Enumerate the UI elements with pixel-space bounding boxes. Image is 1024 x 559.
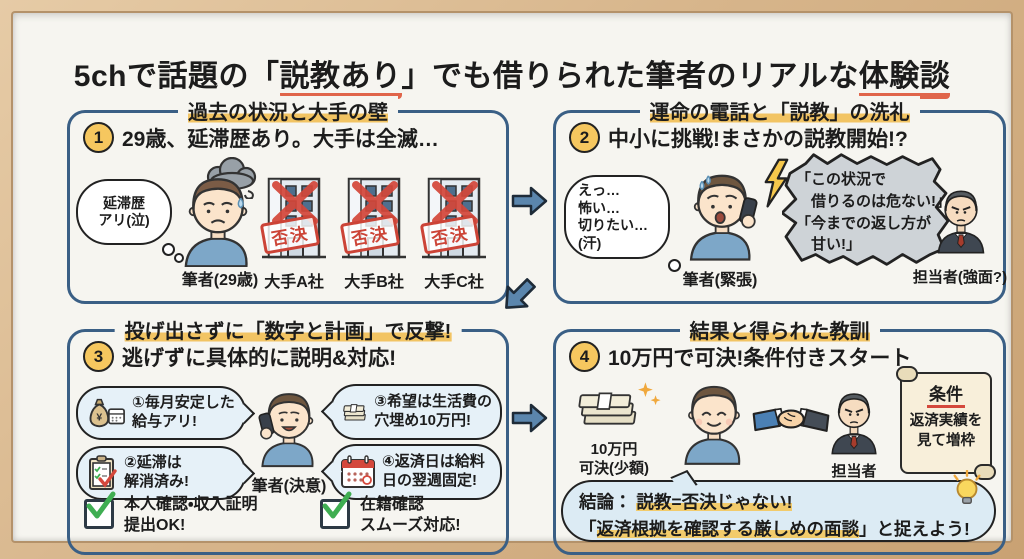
conclusion-line1: 結論： 説教=否決じゃない! <box>579 492 793 512</box>
thought-puff <box>668 259 681 272</box>
thought-bubble: えっ… 怖い… 切りたい…(汗) <box>564 175 670 259</box>
panel-phone-lecture: 運命の電話と「説教」の洗礼 2 中小に挑戦!まさかの説教開始!? えっ… 怖い…… <box>553 96 1008 304</box>
author-caption: 筆者(決意) <box>251 478 327 495</box>
panel1-headline: 1 29歳、延滞歴あり。大手は全滅… <box>83 122 439 153</box>
arrow-right-step3-to-4 <box>511 403 548 433</box>
author-nervous-illustration <box>689 174 758 261</box>
agent-stern-illustration <box>937 190 985 254</box>
company-a-building: 否決 <box>256 175 332 265</box>
company-b-label: 大手B社 <box>344 274 404 291</box>
loan-amount-caption: 10万円 <box>590 441 638 458</box>
author-happy-illustration <box>684 385 741 465</box>
panel4-headline: 4 10万円で可決!条件付きスタート <box>569 341 911 372</box>
conclusion-banner: 結論： 説教=否決じゃない! 「返済根拠を確認する厳しめの面談」と捉えよう! <box>561 470 996 542</box>
thought-bubble: 延滞歴 アリ(泣) <box>76 179 172 245</box>
loan-amount-caption2: 可決(少額) <box>579 460 649 477</box>
company-c-building: 否決 <box>416 175 492 265</box>
page-title: 5chで話題の「説教あり」でも借りられた筆者のリアルな体験談 <box>13 51 1011 100</box>
payday-calendar-icon <box>341 455 375 488</box>
panel3-header: 投げ出さずに「数字と計画」で反撃! <box>114 315 462 344</box>
title-part1: 5chで話題の「 <box>73 60 280 94</box>
company-c-label: 大手C社 <box>424 274 484 291</box>
svg-text:¥: ¥ <box>96 413 102 424</box>
checklist-text: 本人確認・収入証明提出OK! <box>124 496 258 534</box>
conclusion-line2: 「返済根拠を確認する厳しめの面談」と捉えよう! <box>579 519 970 540</box>
banknotes-icon <box>343 404 366 421</box>
arrow-down-left-step2-to-3 <box>505 278 536 309</box>
title-highlight-taikendan: 体験談 <box>858 60 951 100</box>
panel3-headline: 3 逃げずに具体的に説明&対応! <box>83 341 396 372</box>
agent-caption: 担当者 <box>831 463 877 480</box>
money-bag-calendar-icon: ¥ <box>89 398 125 428</box>
clipboard-check-icon <box>89 455 117 490</box>
panel1-header: 過去の状況と大手の壁 <box>178 96 398 125</box>
checklist-text: 在籍確認スムーズ対応! <box>360 496 461 534</box>
argument-text: ①毎月安定した給与アリ! <box>132 394 235 430</box>
checklist-item-documents: 本人確認・収入証明提出OK! <box>84 491 258 537</box>
panel-result-lesson: 結果と得られた教訓 4 10万円で可決!条件付きスタート 10万円 可決(少額) <box>553 315 1006 555</box>
check-icon <box>322 491 352 519</box>
panel2-headline: 2 中小に挑戦!まさかの説教開始!? <box>569 122 908 153</box>
company-a-label: 大手A社 <box>264 274 324 291</box>
title-part2: 」でも借りられた筆者のリアルな <box>401 60 859 94</box>
agent-illustration <box>831 393 877 455</box>
thought-puff <box>174 253 184 263</box>
argument-text: ③希望は生活費の穴埋め10万円! <box>374 393 492 429</box>
step-3-badge: 3 <box>83 341 114 372</box>
panel4-header: 結果と得られた教訓 <box>679 315 880 344</box>
handshake-icon <box>752 407 830 432</box>
checkbox <box>84 491 116 529</box>
checkbox <box>320 491 352 529</box>
author-caption: 筆者(29歳) <box>181 272 259 289</box>
argument-bubble-payday: ④返済日は給料日の翌週固定! <box>320 444 502 500</box>
cash-stack-icon <box>578 382 661 425</box>
arrow-right-step1-to-2 <box>511 186 548 216</box>
argument-text: ②延滞は解消済み! <box>124 454 189 490</box>
title-highlight-sekkyo: 説教あり <box>279 60 402 100</box>
panel-counterattack: 投げ出さずに「数字と計画」で反撃! 3 逃げずに具体的に説明&対応! ¥ ①毎月… <box>67 315 509 555</box>
company-b-building: 否決 <box>336 175 412 265</box>
check-icon <box>86 491 116 519</box>
author-determined-illustration <box>258 393 314 468</box>
author-caption: 筆者(緊張) <box>682 272 758 289</box>
lightbulb-icon <box>953 470 981 504</box>
panel-past-situation: 過去の状況と大手の壁 1 29歳、延滞歴あり。大手は全滅… 延滞歴 アリ(泣) <box>67 96 509 304</box>
scolding-speech-text: 「この状況で 借りるのは危ない!」 「今までの返し方が 甘い!」 <box>796 171 951 254</box>
whiteboard: 5chで話題の「説教あり」でも借りられた筆者のリアルな体験談 過去の状況と大手の… <box>13 13 1011 555</box>
panel2-header: 運命の電話と「説教」の洗礼 <box>639 96 920 125</box>
step-4-badge: 4 <box>569 341 600 372</box>
conditions-scroll: 条件 返済実績を 見て増枠 <box>896 366 996 480</box>
step-1-badge: 1 <box>83 122 114 153</box>
argument-bubble-salary: ¥ ①毎月安定した給与アリ! <box>76 386 256 440</box>
checklist-item-employment: 在籍確認スムーズ対応! <box>320 491 461 537</box>
author-sad-illustration <box>184 178 248 267</box>
lightning-icon <box>764 158 789 208</box>
thought-puff <box>162 243 175 256</box>
agent-caption: 担当者(強面?) <box>912 269 1008 286</box>
conditions-title: 条件 <box>927 380 965 408</box>
step-2-badge: 2 <box>569 122 600 153</box>
argument-bubble-amount: ③希望は生活費の穴埋め10万円! <box>320 384 502 440</box>
argument-text: ④返済日は給料日の翌週固定! <box>382 453 485 489</box>
argument-bubble-arrears: ②延滞は解消済み! <box>76 446 256 500</box>
